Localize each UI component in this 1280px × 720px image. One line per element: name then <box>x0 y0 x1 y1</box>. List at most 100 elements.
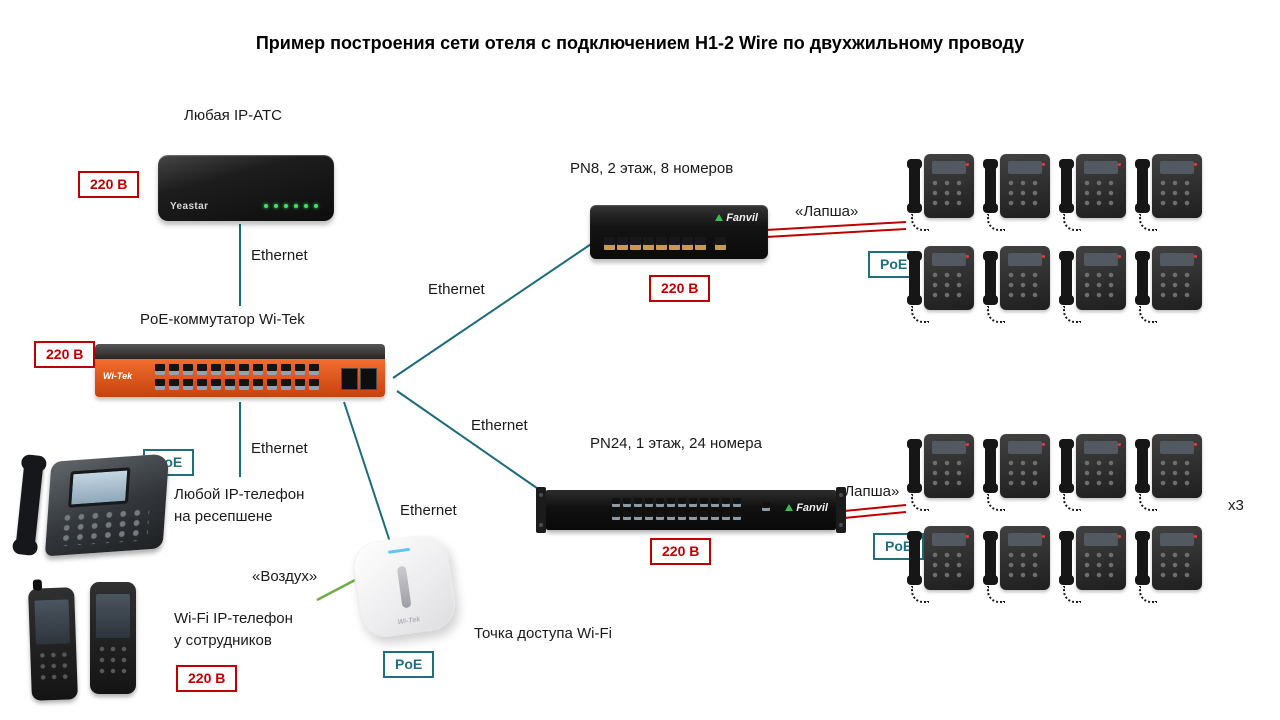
air-label: «Воздух» <box>252 568 318 585</box>
rj45-port <box>239 364 249 375</box>
phone-bank-floor-2 <box>906 148 1210 332</box>
phone-screen <box>1160 161 1194 174</box>
phone-keypad <box>1083 271 1119 301</box>
phone-cord <box>987 214 1005 231</box>
phone-keypad <box>931 551 967 581</box>
rj45-port <box>711 498 719 507</box>
rj45-port <box>211 364 221 375</box>
phone-body <box>1152 154 1202 218</box>
wifi-handsets-device <box>28 580 168 702</box>
phone-screen <box>932 253 966 266</box>
pn24-label: PN24, 1 этаж, 24 номера <box>590 435 762 452</box>
wireless-air-line <box>316 577 358 602</box>
rj45-port <box>669 237 680 250</box>
phone-screen <box>932 533 966 546</box>
fanvil-leaf-icon <box>715 214 724 221</box>
phone-handset <box>1059 439 1074 493</box>
rj45-port <box>612 498 620 507</box>
hotel-phone <box>906 520 978 606</box>
power-badge-handsets: 220 В <box>176 665 238 692</box>
rj45-port <box>267 364 277 375</box>
rj45-port <box>253 379 263 390</box>
rj45-port <box>183 364 193 375</box>
rj45-port <box>656 498 664 507</box>
pn8-floor-switch-device: Fanvil <box>590 205 768 259</box>
phone-cord <box>1063 214 1081 231</box>
hotel-phone <box>906 240 978 326</box>
phone-screen <box>1008 161 1042 174</box>
phone-keypad <box>1159 271 1195 301</box>
phone-body <box>1000 526 1050 590</box>
pbx-brand-logo: Yeastar <box>170 201 209 212</box>
rj45-port <box>643 237 654 250</box>
pn24-brand-logo: Fanvil <box>785 502 828 514</box>
rj45-port <box>623 498 631 507</box>
ethernet-line-switch-pn24 <box>396 390 558 503</box>
phone-body <box>1152 434 1202 498</box>
sfp-slot <box>341 368 358 390</box>
ethernet-label-5: Ethernet <box>400 502 457 519</box>
phone-body <box>1152 526 1202 590</box>
phone-screen <box>932 161 966 174</box>
ip-pbx-device: Yeastar <box>158 155 334 221</box>
phone-screen <box>932 441 966 454</box>
handset-keypad <box>38 650 70 686</box>
rj45-port <box>225 364 235 375</box>
pbx-label: Любая IP-АТС <box>184 107 282 124</box>
phone-keypad <box>1007 271 1043 301</box>
sfp-slots <box>341 368 377 390</box>
core-switch-label: PoE-коммутатор Wi-Tek <box>140 311 305 328</box>
ap-brand-logo: Wi-Tek <box>397 616 421 627</box>
ethernet-label-3: Ethernet <box>251 440 308 457</box>
phone-handset <box>907 159 922 213</box>
rj45-port <box>700 511 708 520</box>
ethernet-label-1: Ethernet <box>251 247 308 264</box>
rj45-port <box>225 379 235 390</box>
wifi-handset <box>28 587 78 701</box>
reception-phone-label: Любой IP-телефон на ресепшене <box>174 486 305 525</box>
phone-cord <box>1139 306 1157 323</box>
phone-cord <box>987 586 1005 603</box>
rj45-port <box>169 379 179 390</box>
phone-keypad <box>61 508 150 547</box>
handset-screen <box>96 594 130 638</box>
rj45-port <box>309 379 319 390</box>
rj45-port <box>656 237 667 250</box>
rj45-port <box>211 379 221 390</box>
sfp-slot <box>360 368 377 390</box>
phone-keypad <box>1083 459 1119 489</box>
phone-body <box>1076 154 1126 218</box>
status-led <box>304 204 308 208</box>
phone-cord <box>1063 306 1081 323</box>
hotel-phone <box>1058 148 1130 234</box>
rj45-port <box>281 364 291 375</box>
rj45-port <box>733 498 741 507</box>
rj45-port <box>612 511 620 520</box>
phone-keypad <box>931 179 967 209</box>
phone-cord <box>1063 494 1081 511</box>
hotel-phone <box>982 428 1054 514</box>
pn8-label: PN8, 2 этаж, 8 номеров <box>570 160 734 177</box>
status-led <box>284 204 288 208</box>
phone-cord <box>911 306 929 323</box>
switch-brand-logo: Wi-Tek <box>103 371 133 381</box>
phone-keypad <box>1007 551 1043 581</box>
rj45-port <box>630 237 641 250</box>
rj45-port <box>695 237 706 250</box>
hotel-phone <box>1058 428 1130 514</box>
phone-body <box>924 526 974 590</box>
phone-cord <box>987 494 1005 511</box>
switch-front-panel: Wi-Tek <box>95 359 385 397</box>
rack-ear-right <box>836 487 846 533</box>
phone-screen <box>1084 253 1118 266</box>
rj45-port <box>295 364 305 375</box>
rj45-port <box>155 364 165 375</box>
hotel-phone <box>906 148 978 234</box>
diagram-title: Пример построения сети отеля с подключен… <box>255 33 1025 53</box>
hotel-phone <box>1134 148 1206 234</box>
rj45-port <box>295 379 305 390</box>
phone-body <box>1000 154 1050 218</box>
phone-cord <box>911 494 929 511</box>
rj45-port <box>253 364 263 375</box>
